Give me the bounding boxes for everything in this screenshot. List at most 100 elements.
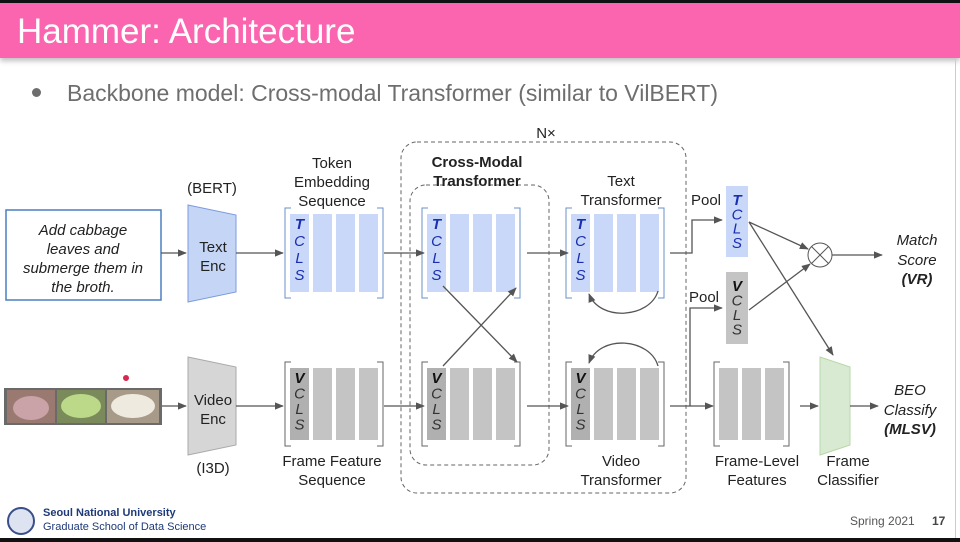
frame-classifier-label: Classifier: [817, 472, 879, 489]
cls-token-letter: S: [431, 417, 441, 434]
frame-seq-column: [290, 368, 309, 440]
cls-token-letter: T: [732, 192, 743, 209]
bracket: [713, 361, 720, 447]
cls-token-letter: L: [295, 401, 303, 418]
input-text-line: leaves and: [47, 241, 120, 258]
match-score-label: Score: [897, 252, 936, 269]
input-text-line: Add cabbage: [38, 222, 127, 239]
video-frames-image: [4, 388, 162, 425]
frame-level-column: [742, 368, 761, 440]
cross-modal-column: [473, 214, 492, 292]
frame-seq-label: Frame Feature: [282, 453, 381, 470]
cls-token-letter: L: [733, 221, 741, 238]
cls-token-letter: V: [431, 370, 443, 387]
frame-level-label: Frame-Level: [715, 453, 799, 470]
pool-arrow: [670, 216, 723, 254]
multiply-icon: [807, 242, 833, 268]
bullet-dot-icon: [32, 88, 41, 98]
frame-seq-label: Sequence: [298, 472, 366, 489]
pooled-text-cls: [726, 186, 748, 257]
university-logo: [7, 507, 35, 535]
cls-token-letter: S: [294, 267, 304, 284]
bracket: [284, 361, 291, 447]
nx-label: N×: [536, 125, 556, 142]
input-text-box: [5, 209, 162, 301]
cls-token-letter: S: [431, 267, 441, 284]
cls-token-letter: V: [732, 278, 744, 295]
beo-classify-label: BEO: [894, 382, 926, 399]
self-attention-loop: [588, 342, 659, 367]
bullet-item: Backbone model: Cross-modal Transformer …: [32, 80, 718, 107]
pointer-dot: [123, 375, 129, 381]
slide-title: Hammer: Architecture: [17, 12, 356, 51]
bullet-text: Backbone model: Cross-modal Transformer …: [67, 80, 719, 106]
cls-token-letter: L: [576, 250, 584, 267]
text-enc-label: Enc: [200, 258, 226, 275]
cross-modal-column: [450, 214, 469, 292]
text-transformer-column: [594, 214, 613, 292]
i3d-label: (I3D): [196, 460, 229, 477]
cross-modal-column: [427, 214, 446, 292]
beo-classify-label: (MLSV): [884, 421, 936, 438]
arrow: [748, 263, 811, 311]
cls-token-letter: C: [575, 386, 586, 403]
text-encoder: [187, 204, 237, 303]
cross-attention-arrow: [442, 285, 518, 363]
cross-modal-box: [409, 184, 550, 466]
frame-seq-column: [359, 368, 378, 440]
cls-token-letter: L: [295, 250, 303, 267]
top-border: [0, 0, 960, 3]
text-transformer-column: [571, 214, 590, 292]
text-transformer-label: Text: [607, 173, 635, 190]
cross-attention-arrow: [442, 287, 517, 367]
video-transformer-column: [640, 368, 659, 440]
cls-token-letter: V: [294, 370, 306, 387]
video-encoder: [187, 356, 237, 456]
cls-token-letter: T: [576, 216, 587, 233]
cls-token-letter: C: [431, 233, 442, 250]
video-transformer-label: Video: [602, 453, 640, 470]
token-seq-column: [290, 214, 309, 292]
video-transformer-column: [594, 368, 613, 440]
arrow: [748, 221, 809, 250]
cls-token-letter: C: [294, 386, 305, 403]
input-text-line: the broth.: [51, 279, 114, 296]
frame-level-label: Features: [727, 472, 786, 489]
video-transformer-label: Transformer: [580, 472, 661, 489]
cls-token-letter: S: [732, 235, 742, 252]
cls-token-letter: S: [575, 417, 585, 434]
bracket: [658, 361, 665, 447]
video-enc-label: Enc: [200, 411, 226, 428]
bracket: [514, 207, 521, 299]
cross-modal-column: [496, 368, 515, 440]
bracket: [783, 361, 790, 447]
cross-modal-column: [496, 214, 515, 292]
cls-token-letter: S: [294, 417, 304, 434]
slide-header: Hammer: Architecture: [0, 3, 960, 58]
cls-token-letter: T: [432, 216, 443, 233]
self-attention-loop: [588, 290, 659, 314]
token-seq-column: [359, 214, 378, 292]
token-seq-label: Token: [312, 155, 352, 172]
text-transformer-label: Transformer: [580, 192, 661, 209]
frame-level-column: [765, 368, 784, 440]
video-enc-label: Video: [194, 392, 232, 409]
bert-label: (BERT): [187, 180, 237, 197]
frame-level-column: [719, 368, 738, 440]
bracket: [658, 207, 665, 299]
cls-token-letter: C: [431, 386, 442, 403]
cross-modal-column: [450, 368, 469, 440]
cls-token-letter: C: [575, 233, 586, 250]
cross-modal-label: Cross-Modal: [432, 154, 523, 171]
frame-seq-column: [313, 368, 332, 440]
cls-token-letter: S: [575, 267, 585, 284]
cross-modal-column: [427, 368, 446, 440]
input-text-line: submerge them in: [23, 260, 143, 277]
footer-university: Seoul National University: [43, 507, 176, 519]
cross-modal-label: Transformer: [433, 173, 521, 190]
nx-repeat-box: [400, 141, 687, 494]
frame-seq-column: [336, 368, 355, 440]
cls-token-letter: L: [733, 307, 741, 324]
bracket: [377, 361, 384, 447]
cross-modal-column: [473, 368, 492, 440]
